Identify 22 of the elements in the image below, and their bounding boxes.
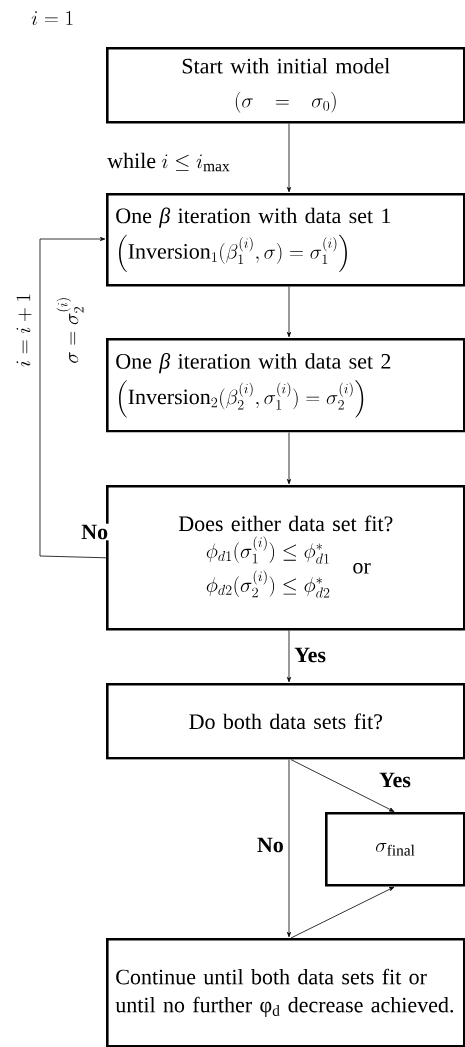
- edge-label: No: [80, 523, 110, 541]
- process-box: One β iteration with data set 2 $\left(\mathrm{Inversion}_2(\beta_2^{(i)},\sigma_1^{(i)}) = \sigma_2^{(i)}\right)$: [106, 338, 465, 433]
- arrow: [287, 432, 291, 485]
- annotation: $\mbox{while } i \le i_{\max}$: [107, 152, 230, 172]
- process-box: Start with initial model $(\sigma = \sigma_0)$: [106, 47, 465, 124]
- arrow: [290, 886, 395, 939]
- process-box: Do both data sets fit?: [106, 683, 465, 760]
- process-box: One β iteration with data set 1 $\left(\mathrm{Inversion}_1(\beta_1^{(i)},\sigma) = \sigma_1^{(i)}\right)$: [106, 193, 465, 287]
- arrow: [290, 759, 395, 812]
- result-box: $\sigma_{\mathrm{final}}$: [325, 812, 465, 887]
- annotation: $\sigma = \sigma_2^{(i)}$: [56, 298, 84, 363]
- arrow: [287, 759, 291, 938]
- annotation: $i = i + 1$: [16, 294, 32, 367]
- edge-label: No: [255, 836, 285, 854]
- annotation: $i = 1$: [31, 11, 73, 25]
- arrow: [39, 237, 107, 559]
- process-box: Continue until both data sets fit or until no further φ$_{d}$ decrease achieved.: [106, 938, 465, 1047]
- arrow: [287, 286, 291, 338]
- arrow: [287, 630, 291, 683]
- edge-label: Yes: [378, 771, 412, 789]
- edge-label: Yes: [293, 646, 327, 664]
- arrow: [287, 123, 291, 193]
